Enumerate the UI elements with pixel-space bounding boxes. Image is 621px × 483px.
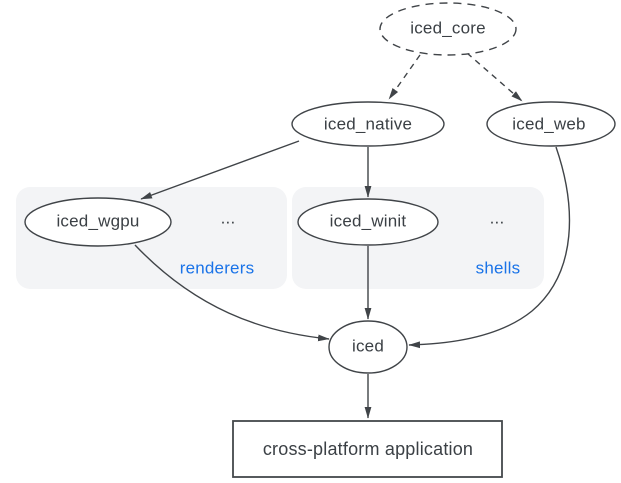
node-iced-core-label: iced_core [410,18,486,38]
node-application-label: cross-platform application [262,439,474,459]
shells-group-label: shells [475,258,521,278]
node-iced-wgpu-ellipse [24,197,172,247]
renderers-ellipsis: ... [220,208,236,228]
node-iced-web-label: iced_web [512,114,586,134]
renderers-group-label: renderers [179,258,255,278]
node-iced-core-ellipse [379,2,517,56]
shells-ellipsis: ... [489,208,505,228]
node-iced-native-label: iced_native [323,114,413,134]
node-application-box [232,420,503,478]
edge-iced_native-to-iced_wgpu [140,140,300,200]
edge-iced_wgpu-to-iced [134,244,330,342]
node-iced-ellipse [328,320,408,374]
node-iced-winit-label: iced_winit [329,211,407,231]
edge-iced_core-to-iced_web [466,52,523,102]
node-iced-winit-ellipse [297,198,439,246]
node-iced-web-ellipse [486,101,616,147]
node-iced-wgpu-label: iced_wgpu [56,211,140,231]
node-iced-label: iced [352,336,384,356]
edge-iced_web-to-iced [408,146,571,349]
node-iced-native-ellipse [291,101,445,147]
edge-iced_core-to-iced_native [388,54,421,100]
